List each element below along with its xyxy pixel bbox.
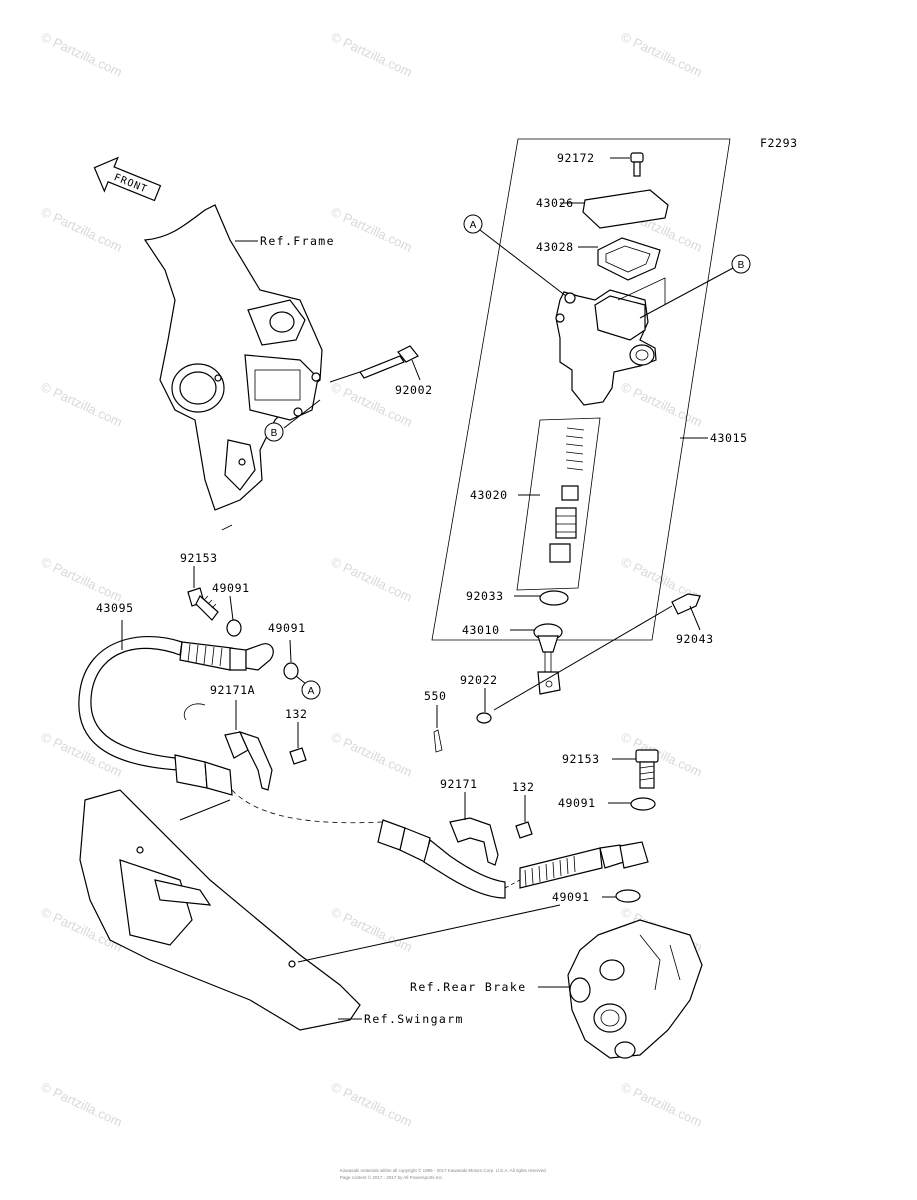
watermark: © Partzilla.com: [329, 1079, 415, 1130]
washer-49091-b: [283, 662, 299, 680]
label-43020: 43020: [470, 488, 508, 502]
ref-frame-label: Ref.Frame: [260, 234, 335, 248]
bolt-132-b: [515, 821, 533, 839]
footer-copyright: Kawasaki materials within all copyright …: [340, 1167, 547, 1173]
label-132-a: 132: [285, 707, 308, 721]
callout-b-frame: [264, 422, 284, 442]
bolt-92002: [329, 345, 419, 383]
cotter-pin-550: [433, 729, 443, 753]
callout-b-cylinder: [731, 254, 751, 274]
washer-49091-c: [630, 797, 656, 811]
callout-a-cylinder-letter: A: [470, 220, 477, 231]
label-92153-top: 92153: [180, 551, 218, 565]
callout-a-cylinder: [463, 214, 483, 234]
master-cylinder-body: [555, 289, 657, 406]
callout-b-frame-letter: B: [271, 428, 278, 439]
watermark: © Partzilla.com: [39, 379, 125, 430]
label-49091-d: 49091: [552, 890, 590, 904]
watermark: © Partzilla.com: [329, 554, 415, 605]
banjo-bolt-92153-bottom: [635, 749, 659, 789]
diaphragm-43028: [597, 237, 661, 281]
watermark: © Partzilla.com: [619, 729, 705, 780]
label-92033: 92033: [466, 589, 504, 603]
cap-43026: [582, 189, 669, 229]
ref-rear-brake-label: Ref.Rear Brake: [410, 980, 527, 994]
label-92022: 92022: [460, 673, 498, 687]
circlip-92033: [539, 590, 569, 606]
push-rod-43010: [533, 623, 563, 695]
label-92153-bottom: 92153: [562, 752, 600, 766]
label-43010: 43010: [462, 623, 500, 637]
piston-kit-43020: [549, 427, 585, 563]
frame-drawing: [143, 204, 323, 531]
watermark: © Partzilla.com: [329, 729, 415, 780]
label-92171: 92171: [440, 777, 478, 791]
label-92172: 92172: [557, 151, 595, 165]
label-49091-b: 49091: [268, 621, 306, 635]
banjo-fitting: [619, 841, 649, 869]
callout-b-cylinder-letter: B: [738, 260, 745, 271]
label-550: 550: [424, 689, 447, 703]
diagram-code: F2293: [760, 136, 798, 150]
label-49091-c: 49091: [558, 796, 596, 810]
label-43028: 43028: [536, 240, 574, 254]
label-92002: 92002: [395, 383, 433, 397]
label-92171a: 92171A: [210, 683, 255, 697]
ref-swingarm-label: Ref.Swingarm: [364, 1012, 464, 1026]
watermark: © Partzilla.com: [39, 29, 125, 80]
label-43015: 43015: [710, 431, 748, 445]
watermark: © Partzilla.com: [329, 29, 415, 80]
washer-92022: [476, 712, 492, 724]
watermark: © Partzilla.com: [619, 1079, 705, 1130]
swingarm-drawing: [79, 789, 361, 1031]
watermark: © Partzilla.com: [39, 554, 125, 605]
washer-49091-d: [615, 889, 641, 903]
banjo-bolt-92153-top: [187, 587, 219, 621]
label-132-b: 132: [512, 780, 535, 794]
front-arrow-icon: FRONT: [93, 156, 162, 202]
assembly-outline-43015: [431, 138, 731, 641]
watermark: © Partzilla.com: [619, 29, 705, 80]
rear-brake-caliper: [567, 919, 703, 1059]
washer-49091-a: [226, 619, 242, 637]
piston-kit-outline-43020: [516, 417, 601, 591]
screw-92172: [630, 152, 644, 177]
label-49091-a: 49091: [212, 581, 250, 595]
clamp-92171: [449, 817, 499, 866]
callout-a-hose: [301, 680, 321, 700]
label-43095: 43095: [96, 601, 134, 615]
footer-content-copyright: Page content © 2017 - 2017 by All Powers…: [340, 1174, 443, 1180]
pin-92043: [671, 593, 701, 615]
watermark: © Partzilla.com: [39, 204, 125, 255]
label-43026: 43026: [536, 196, 574, 210]
bolt-132-a: [289, 747, 307, 765]
clamp-92171a: [183, 703, 273, 791]
watermark: © Partzilla.com: [329, 904, 415, 955]
callout-a-hose-letter: A: [308, 686, 315, 697]
brake-hose-43095: [78, 636, 631, 899]
watermark: © Partzilla.com: [39, 1079, 125, 1130]
label-92043: 92043: [676, 632, 714, 646]
watermark: © Partzilla.com: [329, 204, 415, 255]
